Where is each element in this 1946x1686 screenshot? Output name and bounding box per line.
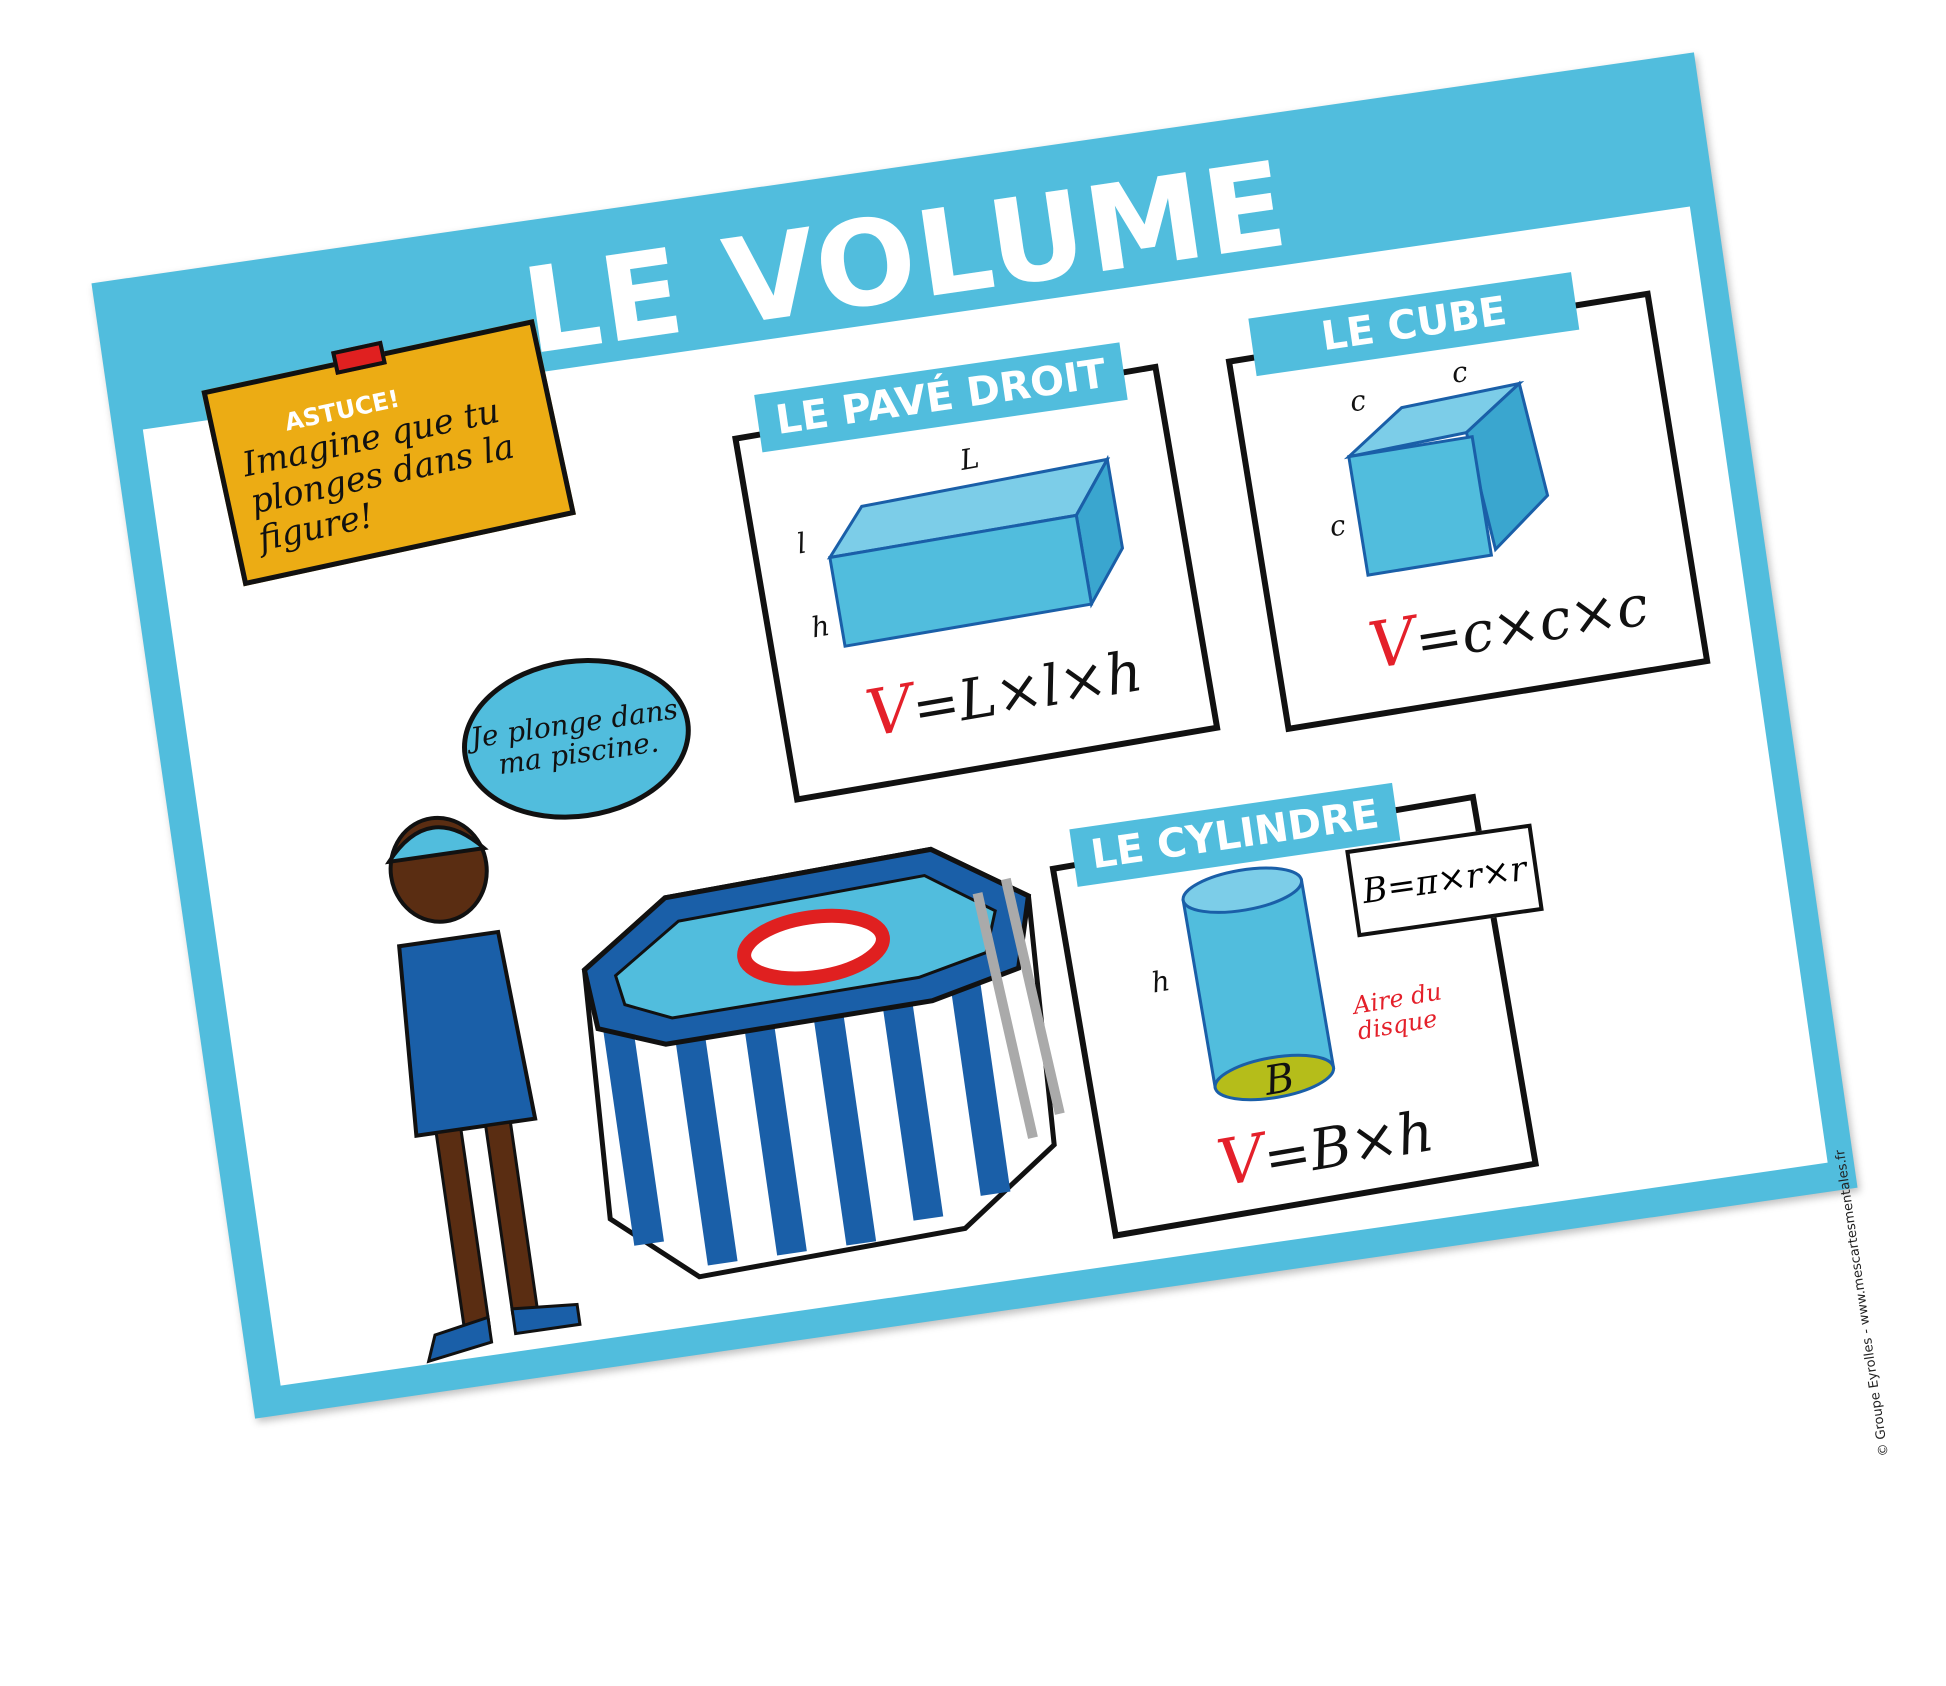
dim-l: l: [794, 526, 809, 561]
volume-poster: LE VOLUME ASTUCE! Imagine que tu plonges…: [91, 52, 1892, 1457]
base-formula: B=π×r×r: [1359, 848, 1530, 913]
cylindre-card: B h Aire du disque V=B×h: [1049, 793, 1540, 1239]
cylindre-formula-rest: =B×h: [1258, 1099, 1439, 1192]
copyright-text: © Groupe Eyrolles - www.mescartesmentale…: [1833, 1148, 1893, 1458]
pool-illustration: [581, 846, 1065, 1280]
speech-text: Je plonge dans ma piscine.: [468, 692, 680, 782]
dim-h: h: [1148, 964, 1173, 1000]
dim-c-depth: c: [1449, 354, 1470, 390]
aire-du-disque-label: Aire du disque: [1351, 977, 1444, 1046]
pave-droit-figure: [826, 454, 1125, 648]
cube-card: c c c V=c×c×c: [1225, 290, 1711, 733]
dim-h: h: [808, 608, 833, 645]
swimmer-girl-illustration: [384, 815, 582, 1364]
dim-c-side: c: [1327, 508, 1348, 544]
pave-droit-card: L l h V=L×l×h: [732, 363, 1221, 803]
cube-figure: [1343, 380, 1550, 577]
cylindre-figure: [1181, 866, 1336, 1102]
pave-formula: V=L×l×h: [861, 632, 1148, 752]
pave-formula-rest: =L×l×h: [907, 639, 1148, 743]
cube-formula-rest: =c×c×c: [1410, 573, 1653, 675]
cylindre-formula: V=B×h: [1212, 1092, 1439, 1202]
cube-formula: V=c×c×c: [1364, 566, 1653, 684]
